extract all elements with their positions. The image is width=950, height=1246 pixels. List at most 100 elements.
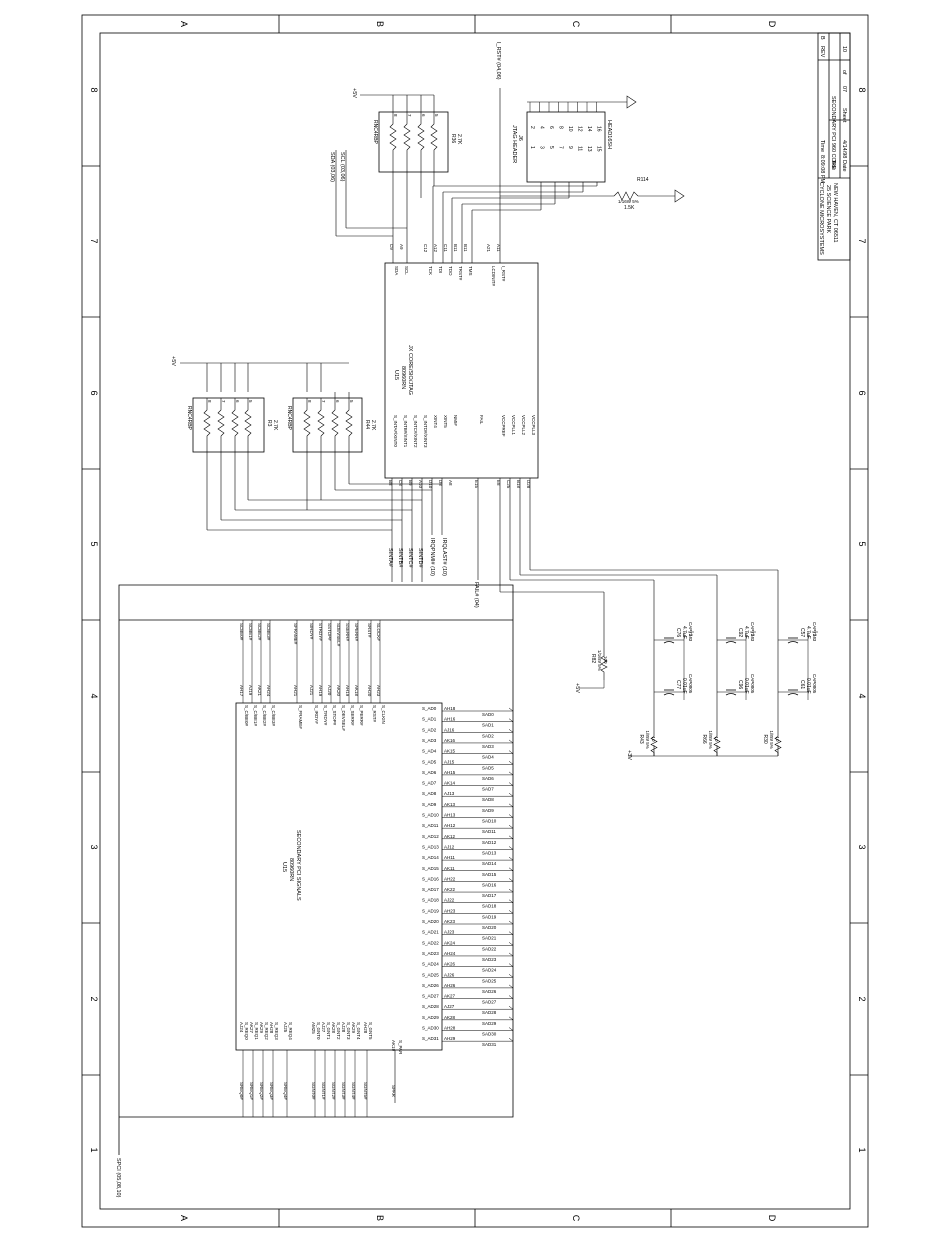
tb-company-3: NEW HAVEN, CT 06511 [832, 183, 838, 243]
jtag-top-pin-num: C11 [443, 244, 448, 252]
pci-ad-net: SAD3 [482, 744, 494, 749]
pci-ad-pin-name: S_AD7 [422, 781, 437, 786]
pci-gnt-pin-name: S_GNT5 [368, 1022, 373, 1040]
u15-pci-func: SECONDARY PCI SIGNALS [295, 830, 301, 901]
power-arrow-r114 [674, 189, 685, 203]
resistor-r82-ref: R82 [590, 654, 596, 663]
tb-rev-label: REV [819, 46, 825, 58]
resistor-r66-ref: R66 [701, 735, 707, 744]
pci-ad-ball: AH29 [444, 1036, 456, 1041]
ground-icon [688, 631, 694, 639]
rpack-pin-num: 8 [307, 400, 312, 403]
capacitor-c77-part: CAP0805 [688, 674, 693, 694]
pci-ad-pin-name: S_AD9 [422, 802, 437, 807]
rpack-value: 2.7K [370, 420, 376, 431]
pci-req-net: SREQ2# [259, 1082, 264, 1100]
pci-ad-ball: AH15 [444, 770, 456, 775]
pci-ad-pin-name: S_AD15 [422, 866, 439, 871]
jtag-bottom-pin-name: VCCPLL2 [521, 415, 526, 436]
pci-ctrl-net: SLOCK# [376, 623, 381, 641]
pci-gnt-pin-name: S_GNT1 [326, 1022, 331, 1040]
pci-ad-pin-name: S_AD0 [422, 706, 437, 711]
pci-ad-net: SAD8 [482, 797, 494, 802]
tb-rev-value: B [819, 36, 825, 40]
tb-time-value: 8:09:08 PM [819, 155, 825, 184]
net-irst: I_RST# (04,06) [495, 42, 501, 80]
tb-company-2: 25 SCIENCE PARK [825, 185, 831, 234]
jtag-top-pin-name: TCK [428, 266, 433, 275]
pci-ctrl-pin-name: S_CLKIN [381, 705, 386, 724]
tb-of-label: of [841, 70, 847, 75]
rpack-value: 2.7K [456, 134, 462, 145]
row-label-6-right: 6 [857, 390, 867, 395]
pci-gnt-ball: AK29 [351, 1022, 356, 1034]
pci-ctrl-ball: AK18 [354, 685, 359, 697]
col-label-a-top: A [179, 21, 189, 27]
pci-gnt-net: SGNT5# [363, 1082, 368, 1100]
pci-ad-pin-name: S_AD24 [422, 962, 439, 967]
net-v5-mid: +5V [170, 356, 176, 366]
pci-ctrl-net: SCBE1# [248, 623, 253, 641]
pci-gnt-net: SGNT3# [341, 1082, 346, 1100]
jtag-header-pin-odd: 9 [567, 146, 573, 149]
pci-ctrl-ball: AJ21 [309, 685, 314, 696]
pci-gnt-ball: AH28 [363, 1022, 368, 1034]
pci-ad-net: SAD23 [482, 957, 497, 962]
rpack-part: RNC4RBP [186, 406, 192, 431]
pci-ad-ball: AJ15 [444, 759, 455, 764]
pci-ctrl-ball: AH20 [367, 685, 372, 697]
pci-ctrl-net: SCBE3# [266, 623, 271, 641]
jtag-header-pin-even: 4 [539, 126, 545, 129]
jtag-bottom-pin-name: XINT4 [433, 415, 438, 428]
pci-ctrl-pin-name: S_C/BE0# [244, 705, 249, 727]
u15-jtag-block: U15 80960RN JX CORE/SIO/JTAG C9SDAA9SCLC… [384, 244, 539, 489]
pci-ad-net: SAD1 [482, 723, 494, 728]
jtag-bottom-pin-name: FAIL [479, 415, 484, 425]
r114-ref: R114 [637, 177, 649, 183]
pci-ctrl-pin-name: S_FRAME# [298, 705, 303, 729]
tb-date-label: Date [841, 160, 847, 172]
inner-frame [99, 32, 851, 1210]
jtag-bottom-pin-name: VCCPLL1 [511, 415, 516, 436]
jtag-bottom-pin-num: D10 [428, 480, 433, 489]
row-label-7-right: 7 [857, 238, 867, 243]
s-par-ball: AK19 [391, 1040, 396, 1052]
jtag-bottom-pin-name: S_INTD#/XINT3 [423, 415, 428, 448]
row-label-2-right: 2 [857, 996, 867, 1001]
pci-req-ball: AJ25 [283, 1022, 288, 1033]
pci-ad-ball: AK16 [444, 738, 456, 743]
pci-ad-pin-name: S_AD18 [422, 898, 439, 903]
pci-ad-pin-name: S_AD19 [422, 908, 439, 913]
net-sintc: SINTC# [407, 548, 413, 569]
pci-ad-ball: AJ13 [444, 791, 455, 796]
col-label-c-top: C [571, 21, 581, 28]
jtag-bottom-pin-num: C8 [398, 480, 403, 486]
pci-ad-pin-name: S_AD8 [422, 791, 437, 796]
capacitor-c61-part: CAP0805 [812, 674, 817, 694]
jtag-top-pin-num: B11 [453, 244, 458, 252]
rpack-ref: R44 [364, 420, 370, 429]
pci-ctrl-pin-name: S_C/BE1# [253, 705, 258, 727]
pci-ctrl-pin-name: S_RST# [372, 705, 377, 723]
pci-ad-ball: AJ27 [444, 1004, 455, 1009]
resistor-r66-value: 10 [714, 737, 719, 743]
jtag-top-pin-num: A21 [486, 244, 491, 253]
pci-gnt-pin-name: S_GNT4 [356, 1022, 361, 1040]
capacitor-c77-ref: C77 [675, 680, 681, 689]
ground-symbol-jtag [626, 95, 637, 109]
pci-req-pin-name: S_REQ2 [264, 1022, 269, 1040]
pci-ctrl-net: SSTOP# [327, 623, 332, 641]
pci-ad-ball: AJ26 [444, 972, 455, 977]
jtag-header-part: HEAD16SH [606, 120, 612, 149]
tb-title-label: Time [819, 140, 825, 152]
pci-ad-net: SAD20 [482, 925, 497, 930]
jtag-bottom-pin-name: S_INTB#/XINT1 [403, 415, 408, 448]
pci-ad-ball: AH22 [444, 876, 456, 881]
pci-ad-net: SAD31 [482, 1042, 497, 1047]
row-label-8-left: 8 [89, 87, 99, 92]
r114-tol: 1/16W 5% [618, 199, 639, 204]
capacitor-c96-part: CAP0805 [750, 674, 755, 694]
pci-ad-net: SAD10 [482, 819, 497, 824]
